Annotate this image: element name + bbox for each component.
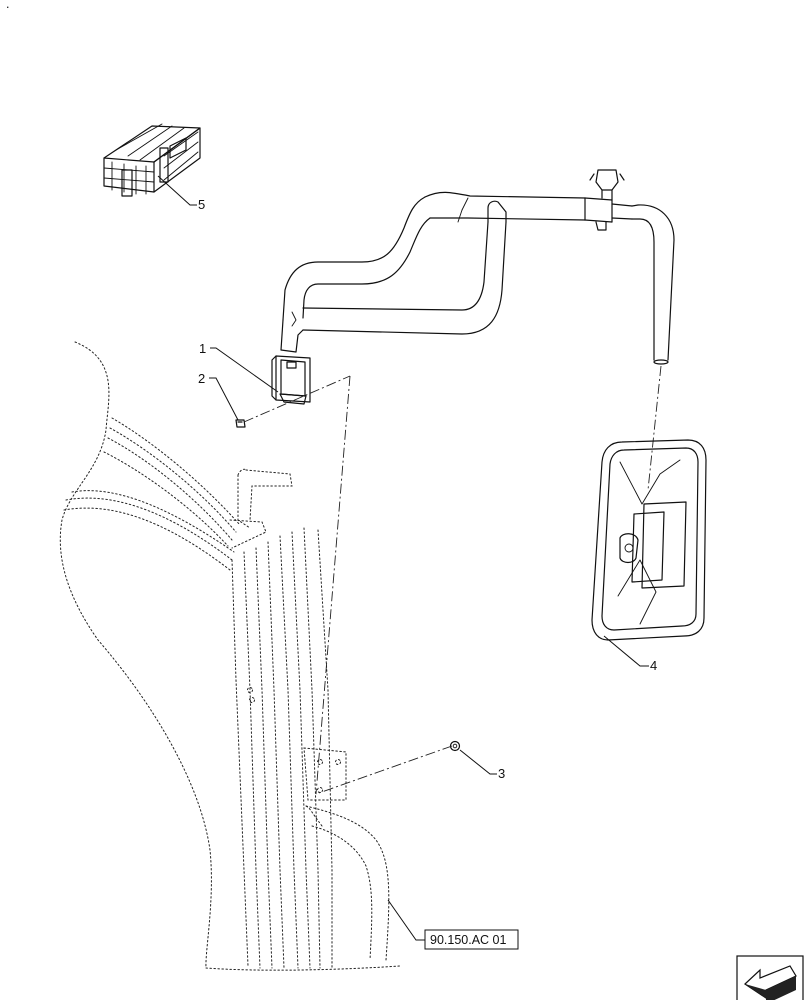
cab-pillar-outline xyxy=(59,341,401,971)
callout-2: 2 xyxy=(198,371,239,421)
arrow-navigation-icon[interactable] xyxy=(736,955,804,1000)
callout-1: 1 xyxy=(199,341,279,393)
corner-mark: . xyxy=(6,0,9,11)
callout-4: 4 xyxy=(603,635,657,673)
callout-number: 4 xyxy=(650,658,657,673)
mirror-arm-tube xyxy=(280,169,675,365)
kit-box-icon xyxy=(103,123,201,197)
callout-number: 5 xyxy=(198,197,205,212)
rectangular-mirror xyxy=(591,439,707,641)
callout-3: 3 xyxy=(459,749,505,781)
callout-number: 3 xyxy=(498,766,505,781)
reference-label: 90.150.AC 01 xyxy=(430,933,506,947)
bolt xyxy=(235,419,246,428)
callout-number: 1 xyxy=(199,341,206,356)
callout-5: 5 xyxy=(157,175,205,212)
assembly-lines xyxy=(243,365,662,795)
mounting-bracket xyxy=(271,355,311,405)
nut xyxy=(449,740,461,752)
reference-callout[interactable]: 90.150.AC 01 xyxy=(387,899,519,950)
callout-number: 2 xyxy=(198,371,205,386)
